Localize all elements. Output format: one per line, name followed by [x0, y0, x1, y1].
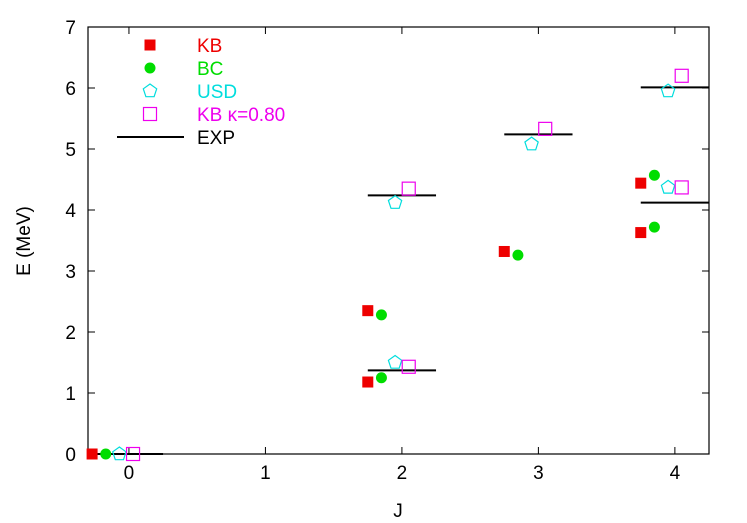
y-tick-labels: 0 1 2 3 4 5 6 7 — [65, 18, 76, 466]
y-axis-title: E (MeV) — [14, 206, 35, 276]
x-axis-title: J — [393, 501, 403, 522]
legend-kb-label: KB — [197, 36, 222, 57]
y-tick-label: 3 — [65, 262, 76, 283]
x-tick-label: 4 — [670, 463, 681, 484]
legend-usd-marker — [142, 83, 158, 98]
legend-kb-0-80-marker — [142, 106, 158, 122]
usd-point — [660, 179, 676, 194]
exp-levels — [94, 86, 709, 455]
kb-point — [362, 305, 374, 317]
y-tick-label: 7 — [65, 18, 76, 39]
usd-point — [660, 83, 676, 98]
kb-0-80-point — [401, 181, 416, 196]
usd-point — [387, 194, 403, 209]
usd-point — [111, 446, 127, 461]
x-tick-label: 0 — [124, 463, 135, 484]
y-tick-label: 0 — [65, 445, 76, 466]
y-tick-label: 1 — [65, 384, 76, 405]
legend-kb-marker — [144, 39, 156, 51]
kb-point — [86, 448, 98, 460]
bc-point — [648, 169, 660, 181]
legend-bc-marker — [144, 62, 156, 74]
x-tick-labels: 0 1 2 3 4 — [124, 463, 681, 484]
kb-0-80-point — [401, 359, 416, 374]
legend-bc-label: BC — [197, 59, 223, 80]
legend-kb-0-80-label: KB κ=0.80 — [197, 105, 285, 126]
bc-point — [100, 448, 112, 460]
kb-point — [635, 177, 647, 189]
kb-0-80-point — [674, 68, 689, 83]
y-tick-label: 4 — [65, 201, 76, 222]
usd-point — [524, 136, 539, 151]
x-tick-label: 1 — [260, 463, 271, 484]
kb-0-80-point — [674, 180, 689, 195]
usd-point — [387, 354, 403, 369]
y-tick-label: 5 — [65, 140, 76, 161]
bc-point — [648, 221, 660, 233]
bc-point — [512, 249, 524, 261]
plot-frame — [87, 26, 710, 455]
x-tick-label: 2 — [397, 463, 408, 484]
kb-0-80-point — [125, 446, 141, 462]
kb-point — [498, 245, 510, 257]
bc-point — [375, 372, 387, 384]
axis-ticks — [88, 26, 709, 455]
x-tick-label: 3 — [533, 463, 544, 484]
kb-point — [362, 376, 374, 388]
legend-exp-label: EXP — [197, 128, 235, 149]
legend-usd-label: USD — [197, 82, 237, 103]
y-tick-label: 2 — [65, 323, 76, 344]
kb-0-80-point — [538, 121, 553, 136]
data-markers — [86, 68, 689, 462]
bc-point — [375, 309, 387, 321]
y-tick-label: 6 — [65, 79, 76, 100]
kb-point — [635, 227, 647, 239]
